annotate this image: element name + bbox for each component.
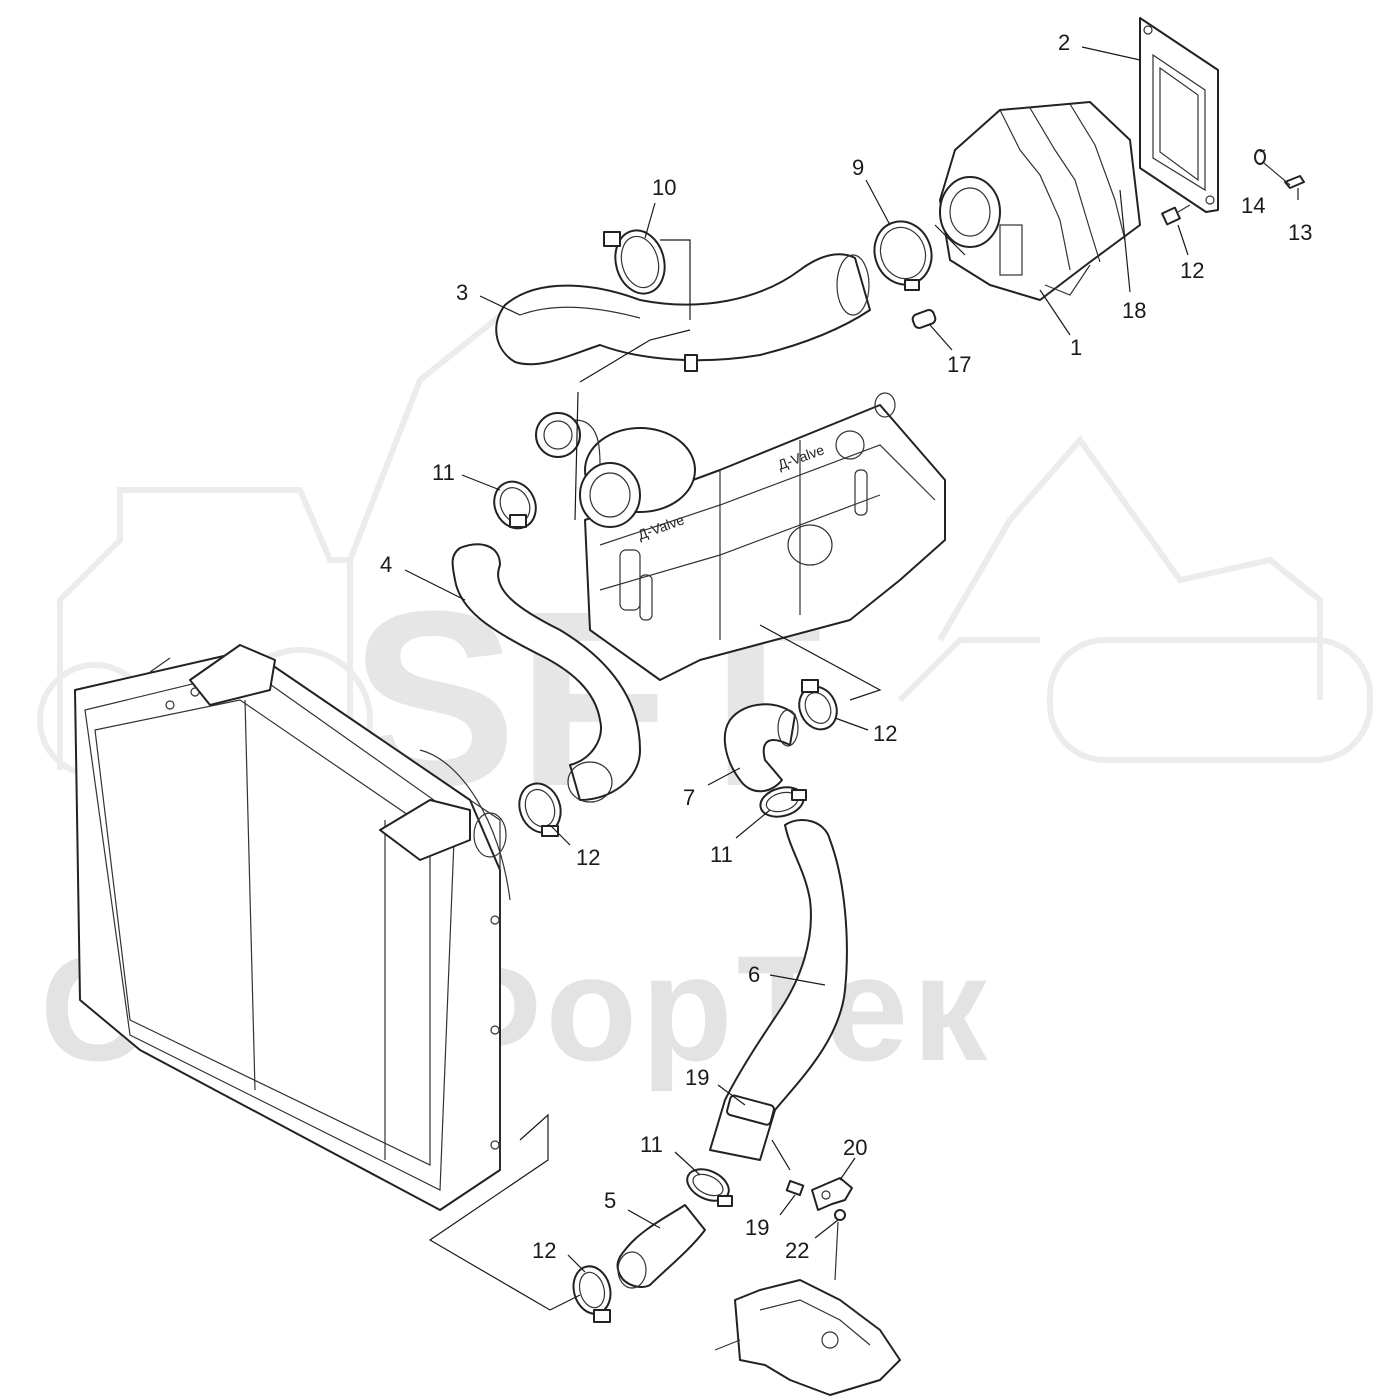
callout-12-left: 12 bbox=[576, 845, 600, 870]
callout-6: 6 bbox=[748, 962, 760, 987]
part-nut-22 bbox=[834, 1209, 846, 1281]
part-intake-pipe bbox=[495, 253, 871, 383]
callout-2: 2 bbox=[1058, 30, 1070, 55]
callout-7: 7 bbox=[683, 785, 695, 810]
part-bolt-19 bbox=[785, 1179, 805, 1197]
part-flange bbox=[1139, 17, 1219, 213]
callout-22: 22 bbox=[785, 1238, 809, 1263]
callout-12-right: 12 bbox=[873, 721, 897, 746]
callout-leaders bbox=[404, 46, 1299, 1273]
callouts: 2 10 9 3 14 13 12 18 1 17 11 4 12 7 12 1… bbox=[380, 30, 1312, 1263]
part-clamp-11-upper bbox=[493, 480, 537, 530]
part-hose-6 bbox=[709, 819, 848, 1161]
callout-9: 9 bbox=[852, 155, 864, 180]
part-bottom-bracket bbox=[714, 1279, 901, 1396]
part-plug bbox=[911, 309, 937, 329]
callout-5: 5 bbox=[604, 1188, 616, 1213]
part-elbow-7 bbox=[723, 703, 799, 793]
callout-19: 19 bbox=[745, 1215, 769, 1240]
part-clamp-11-mid bbox=[759, 786, 807, 818]
callout-18: 18 bbox=[1122, 298, 1146, 323]
callout-17: 17 bbox=[947, 352, 971, 377]
callout-10: 10 bbox=[652, 175, 676, 200]
callout-11-mid: 11 bbox=[710, 842, 733, 867]
part-clamp-12-lower bbox=[572, 1265, 612, 1323]
part-clamp-10 bbox=[603, 229, 666, 295]
callout-13: 13 bbox=[1288, 220, 1312, 245]
part-engine: Д-Valve Д-Valve bbox=[535, 392, 946, 681]
part-clamp-9 bbox=[873, 220, 933, 291]
callout-1: 1 bbox=[1070, 335, 1082, 360]
part-hose-4 bbox=[451, 543, 641, 803]
part-clamp-12-left bbox=[518, 782, 562, 837]
callout-3: 3 bbox=[456, 280, 468, 305]
part-radiator bbox=[74, 644, 511, 1211]
callout-20: 20 bbox=[843, 1135, 867, 1160]
part-clamp-11-lower bbox=[686, 1168, 733, 1207]
part-bolt-13 bbox=[1257, 157, 1305, 189]
callout-11-lower: 11 bbox=[640, 1132, 663, 1157]
callout-14: 12 bbox=[1180, 258, 1204, 283]
callout-11-upper: 11 bbox=[432, 460, 455, 485]
part-bracket-20 bbox=[811, 1177, 853, 1211]
callout-4: 4 bbox=[380, 552, 392, 577]
callout-21: 19 bbox=[685, 1065, 709, 1090]
callout-16: 14 bbox=[1241, 193, 1265, 218]
callout-12-lower: 12 bbox=[532, 1238, 556, 1263]
part-clamp-12-right bbox=[759, 624, 882, 731]
part-bolt-14 bbox=[1161, 204, 1191, 226]
part-air-cleaner bbox=[939, 101, 1141, 301]
watermark-excavator-right bbox=[897, 435, 1373, 763]
part-washer-16 bbox=[1254, 149, 1266, 165]
part-hose-5 bbox=[616, 1204, 706, 1289]
